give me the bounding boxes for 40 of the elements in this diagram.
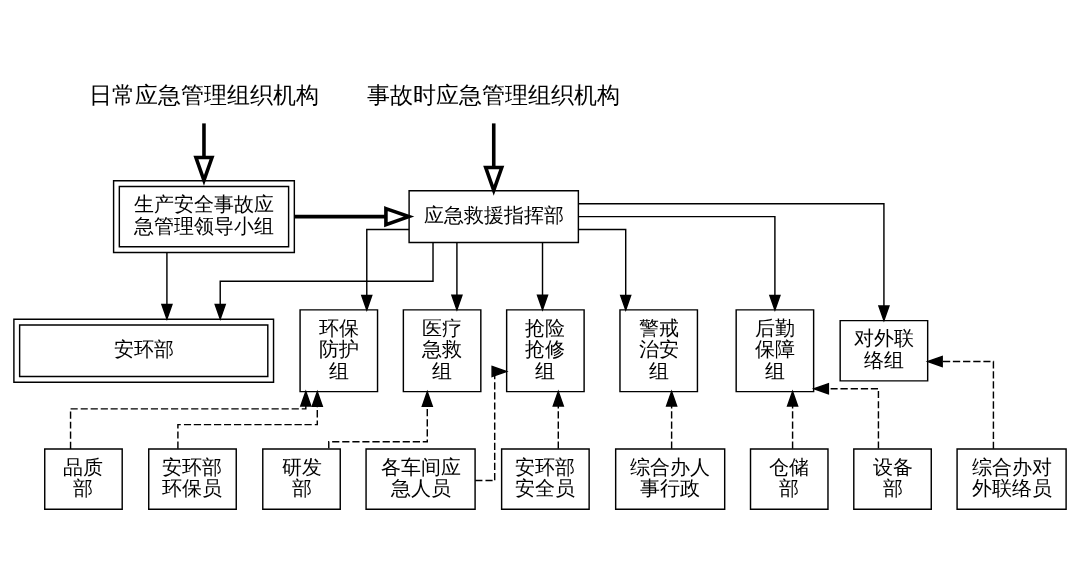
arrow	[786, 389, 799, 449]
arrow	[328, 389, 434, 449]
node-box: 各车间应急人员	[365, 447, 476, 510]
node-box: 后勤保障组	[735, 308, 815, 392]
arrow	[177, 389, 324, 449]
node-box: 环保防护组	[299, 308, 379, 392]
node-box: 综合办对外联络员	[956, 447, 1067, 510]
arrow	[294, 205, 415, 227]
arrow	[552, 389, 565, 449]
arrow	[450, 241, 463, 312]
node-text: 日常应急管理组织机构	[88, 81, 319, 108]
arrow	[665, 389, 678, 449]
arrow	[577, 228, 632, 312]
arrow	[474, 365, 509, 481]
node-box: 警戒治安组	[619, 308, 699, 392]
arrow	[360, 228, 410, 312]
arrow	[577, 202, 890, 322]
arrow	[925, 355, 995, 450]
node-text: 事故时应急管理组织机构	[367, 81, 621, 108]
arrow	[214, 241, 434, 321]
node-box: 综合办人事行政	[614, 447, 726, 510]
arrow	[160, 251, 173, 321]
node-box: 安环部安全员	[500, 447, 590, 510]
node-box: 品质部	[44, 447, 123, 510]
node-box: 安环部环保员	[148, 447, 237, 510]
arrow	[69, 389, 312, 450]
node-box: 生产安全事故应急管理领导小组	[112, 179, 296, 253]
arrow	[811, 382, 880, 449]
node-box: 研发部	[262, 447, 341, 510]
arrow	[536, 241, 549, 312]
node-box: 设备部	[853, 447, 932, 510]
node-box: 对外联络组	[839, 319, 929, 382]
arrow	[483, 122, 505, 196]
node-box: 抢险抢修组	[505, 308, 585, 392]
arrow	[193, 122, 215, 186]
arrow	[577, 215, 781, 312]
node-box: 仓储部	[749, 447, 829, 510]
node-box: 医疗急救组	[402, 308, 482, 392]
node-box: 应急救援指挥部	[408, 189, 580, 243]
node-box: 安环部	[13, 317, 275, 383]
